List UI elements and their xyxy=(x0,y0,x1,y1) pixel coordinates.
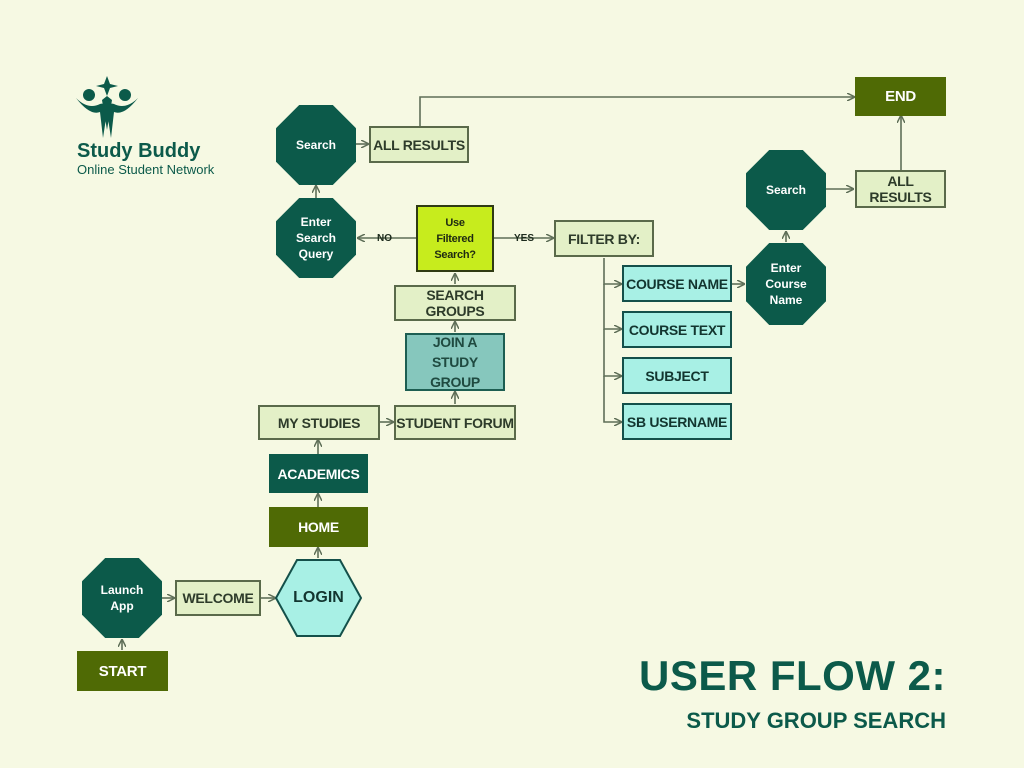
node-end[interactable]: END xyxy=(855,77,946,116)
edge-label-yes: YES xyxy=(514,233,535,244)
node-all-results-right[interactable]: ALL RESULTS xyxy=(855,170,946,208)
node-home[interactable]: HOME xyxy=(269,507,368,547)
node-enter-search-query[interactable]: Enter Search Query xyxy=(276,198,356,278)
edge-label-no: NO xyxy=(377,233,392,244)
node-all-results-left[interactable]: ALL RESULTS xyxy=(369,126,469,163)
node-my-studies[interactable]: MY STUDIES xyxy=(258,405,380,440)
node-subject[interactable]: SUBJECT xyxy=(622,357,732,394)
flow-title: USER FLOW 2: xyxy=(639,652,946,699)
brand-tagline: Online Student Network xyxy=(77,162,215,177)
edge-filter-username xyxy=(603,376,621,422)
node-start[interactable]: START xyxy=(77,651,168,691)
node-search-right[interactable]: Search xyxy=(746,150,826,230)
node-launch-app[interactable]: Launch App xyxy=(82,558,162,638)
node-course-name[interactable]: COURSE NAME xyxy=(622,265,732,302)
study-buddy-logo-icon xyxy=(76,76,138,138)
edge-filter-coursetext xyxy=(603,284,621,329)
login-hexagon-shape xyxy=(275,559,362,637)
edge-filter-coursename xyxy=(603,258,621,284)
node-login[interactable]: LOGIN xyxy=(275,559,362,637)
node-academics[interactable]: ACADEMICS xyxy=(269,454,368,493)
node-course-text[interactable]: COURSE TEXT xyxy=(622,311,732,348)
node-use-filtered-search[interactable]: Use Filtered Search? xyxy=(416,205,494,272)
node-search-left[interactable]: Search xyxy=(276,105,356,185)
login-label: LOGIN xyxy=(293,589,344,606)
node-student-forum[interactable]: STUDENT FORUM xyxy=(394,405,516,440)
node-search-groups[interactable]: SEARCH GROUPS xyxy=(394,285,516,321)
node-join-study-group[interactable]: JOIN A STUDY GROUP xyxy=(405,333,505,391)
node-sb-username[interactable]: SB USERNAME xyxy=(622,403,732,440)
node-enter-course-name[interactable]: Enter Course Name xyxy=(746,243,826,325)
node-filter-by[interactable]: FILTER BY: xyxy=(554,220,654,257)
node-welcome[interactable]: WELCOME xyxy=(175,580,261,616)
edge-allresults-end xyxy=(419,97,854,126)
brand-name: Study Buddy xyxy=(77,140,201,162)
flow-subtitle: STUDY GROUP SEARCH xyxy=(686,708,946,733)
edge-filter-subject xyxy=(603,329,621,376)
